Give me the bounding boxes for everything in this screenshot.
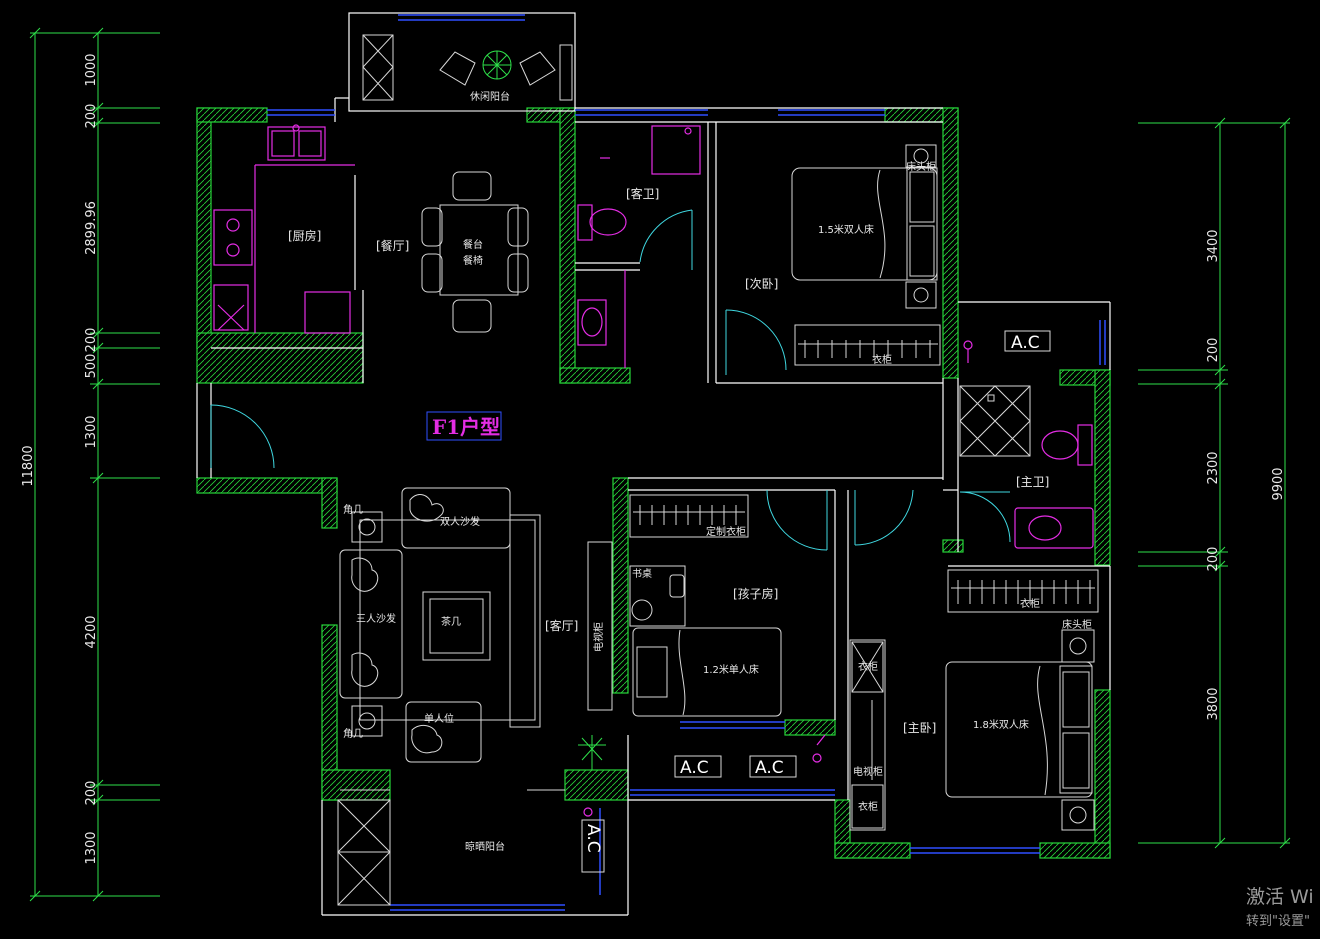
kitchen: [厨房] [213,124,355,334]
second-bedroom-label: [次卧] [745,277,778,291]
living-room: 双人沙发 三人沙发 茶几 单人位 角几 角几 电视柜 [客厅] [339,487,613,791]
leisure-balcony-label: 休闲阳台 [470,90,510,103]
guest-bath: [客卫] [577,125,701,368]
master-bath: A.C [主卫] [959,330,1094,549]
leisure-balcony: 休闲阳台 [362,34,573,112]
dim-left-8: 200 [84,781,99,806]
dim-right-total: 9900 [1271,467,1286,500]
dim-left-4: 200 [84,328,99,353]
plan-title: F1户型 [426,411,502,441]
drying-balcony: A.C 晾晒阳台 [337,799,605,906]
ac-kids-1-label: A.C [680,758,709,778]
second-bedroom: 1.5米双人床 床头柜 衣柜 [次卧] [745,144,941,366]
dining-chairs-label: 餐椅 [463,254,483,267]
plan-title-text: F1户型 [432,415,500,439]
armchair-label: 单人位 [424,712,454,725]
drying-balcony-label: 晾晒阳台 [465,840,505,853]
dining-table-label: 餐台 [463,238,483,251]
dim-right-3: 2300 [1206,451,1221,484]
tv-cabinet-b-label: 电视柜 [853,765,883,778]
master-bath-label: [主卫] [1016,475,1049,489]
dim-left-2: 200 [84,104,99,129]
dim-right-5: 3800 [1206,687,1221,720]
dim-left-9: 1300 [84,831,99,864]
activation-watermark-title: 激活 Wi [1246,886,1314,908]
bed-12-label: 1.2米单人床 [703,663,759,676]
dim-left-1: 1000 [84,53,99,86]
living-room-label: [客厅] [545,618,578,633]
kitchen-label: [厨房] [288,228,321,243]
coffee-table-label: 茶几 [441,615,461,628]
doors [210,209,1011,551]
desk-label: 书桌 [632,567,652,580]
dim-left-6: 1300 [84,415,99,448]
nightstand-b-label: 床头柜 [1062,618,1092,631]
structural-walls [196,107,1111,859]
wardrobe-c-label: 衣柜 [858,660,878,673]
bed-15-label: 1.5米双人床 [818,223,874,236]
dim-right-1: 3400 [1206,229,1221,262]
right-dimension-line: 9900 3400 200 2300 200 3800 [1138,117,1291,849]
ac-balcony-label: A.C [583,824,603,853]
master-bedroom-label: [主卧] [903,721,936,735]
wardrobe-b-label: 衣柜 [1020,597,1040,610]
dim-left-5: 500 [84,354,99,379]
left-dimension-line: 11800 1000 200 2899.96 200 500 1300 4200… [21,27,160,902]
custom-wardrobe-label: 定制衣柜 [706,525,746,538]
wardrobe-d-label: 衣柜 [858,800,878,813]
kids-balcony-ac: A.C A.C [674,734,826,778]
windows [267,14,1106,911]
dining-area: 餐台 餐椅 [餐厅] [376,171,529,333]
loveseat-label: 双人沙发 [440,515,480,528]
three-seat-sofa-label: 三人沙发 [356,612,396,625]
dim-left-3: 2899.96 [84,201,99,255]
dim-left-7: 4200 [84,615,99,648]
corner-table-b-label: 角几 [343,728,363,740]
kids-room: 定制衣柜 书桌 1.2米单人床 [孩子房] [629,494,782,717]
dining-label: [餐厅] [376,238,409,253]
bed-18-label: 1.8米双人床 [973,718,1029,731]
dim-right-2: 200 [1206,338,1221,363]
nightstand-a-label: 床头柜 [906,160,936,173]
dim-left-total: 11800 [21,445,36,486]
kids-room-label: [孩子房] [733,586,778,601]
master-bedroom: 床头柜 1.8米双人床 衣柜 衣柜 衣柜 电视柜 [主卧] [849,569,1099,831]
ac-kids-2-label: A.C [755,758,784,778]
activation-watermark-subtitle: 转到"设置" [1246,914,1310,929]
ac-right-label: A.C [1011,333,1040,353]
guest-bath-label: [客卫] [626,186,659,201]
wardrobe-a-label: 衣柜 [872,353,892,366]
tv-cabinet-a-label: 电视柜 [592,622,605,652]
corner-table-a-label: 角几 [343,504,363,516]
dim-right-4: 200 [1206,547,1221,572]
